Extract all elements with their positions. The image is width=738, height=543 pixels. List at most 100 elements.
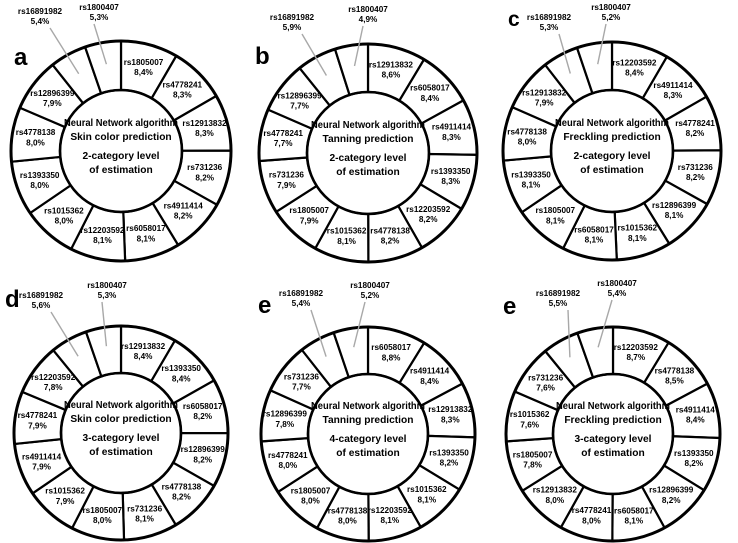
callout-label: rs1800407 <box>87 281 127 290</box>
slice-value: 8,0% <box>26 138 45 147</box>
donut-chart-freckling-2cat: rs122035928,4%rs49114148,3%rs47782418,2%… <box>501 3 723 262</box>
inner-ring <box>549 88 675 214</box>
slice-value: 7,7% <box>274 139 293 148</box>
slice-label: rs731236 <box>187 163 223 172</box>
slice-value: 8,3% <box>195 129 214 138</box>
slice-label: rs12896399 <box>181 445 226 454</box>
slice-label: rs12203592 <box>80 226 125 235</box>
callout-value: 5,9% <box>283 23 302 32</box>
slice-label: rs4778138 <box>370 227 410 236</box>
slice-value: 7,9% <box>300 216 319 225</box>
center-text-line-2: Freckling prediction <box>564 415 661 426</box>
callout-value: 5,2% <box>361 291 380 300</box>
slice-value: 8,0% <box>55 217 74 226</box>
callout-label: rs1800407 <box>350 281 390 290</box>
slice-value: 8,1% <box>337 237 356 246</box>
callout-leader-line <box>597 23 607 65</box>
center-text-line-3: 2-category level <box>329 153 406 164</box>
slice-label: rs12896399 <box>278 91 323 100</box>
slice-label: rs4911414 <box>22 452 62 461</box>
callout-leader-line <box>301 33 328 76</box>
slice-label: rs12203592 <box>406 205 451 214</box>
center-text-line-2: Tanning prediction <box>323 415 414 426</box>
slice-label: rs6058017 <box>126 224 166 233</box>
center-text-line-3: 2-category level <box>573 151 650 162</box>
slice-value: 8,2% <box>381 237 400 246</box>
slice-label: rs12913832 <box>428 405 473 414</box>
slice-label: rs1805007 <box>513 451 553 460</box>
slice-value: 8,1% <box>546 216 565 225</box>
center-text-line-1: Neural Network algorithm <box>64 118 178 129</box>
slice-value: 7,9% <box>43 99 62 108</box>
slice-value: 8,8% <box>382 353 401 362</box>
slice-label: rs1393350 <box>20 171 60 180</box>
slice-label: rs1805007 <box>124 58 164 67</box>
slice-value: 8,4% <box>420 377 439 386</box>
slice-value: 7,6% <box>536 384 555 393</box>
slice-value: 7,9% <box>277 181 296 190</box>
inner-ring <box>59 371 183 495</box>
slice-value: 8,2% <box>174 212 193 221</box>
center-text-line-1: Neural Network algorithm <box>311 120 425 131</box>
callout-leader-line <box>101 301 108 347</box>
slice-label: rs12896399 <box>649 486 694 495</box>
callout-leader-line <box>558 33 571 74</box>
slice-label: rs4911414 <box>676 405 716 414</box>
slice-label: rs1393350 <box>429 449 469 458</box>
slice-value: 7,9% <box>535 99 554 108</box>
slice-value: 8,2% <box>195 173 214 182</box>
slice-value: 8,4% <box>134 68 153 77</box>
slice-value: 8,1% <box>522 181 541 190</box>
slice-label: rs4778138 <box>507 127 547 136</box>
slice-label: rs6058017 <box>371 343 411 352</box>
slice-label: rs4778241 <box>572 506 612 515</box>
slice-value: 8,0% <box>582 516 601 525</box>
outer-ring <box>501 40 723 262</box>
slice-value: 8,0% <box>30 181 49 190</box>
slice-value: 7,8% <box>523 461 542 470</box>
slice-value: 8,0% <box>545 496 564 505</box>
callout-leader-line <box>353 25 364 67</box>
center-text-line-4: of estimation <box>336 167 399 178</box>
outer-ring <box>257 42 479 264</box>
center-text-line-4: of estimation <box>89 447 152 458</box>
slice-label: rs12203592 <box>612 58 657 67</box>
callout-leader-line <box>310 309 327 357</box>
slice-label: rs1393350 <box>674 449 714 458</box>
slice-value: 8,3% <box>441 415 460 424</box>
slice-value: 8,6% <box>382 71 401 80</box>
callout-value: 4,9% <box>359 15 378 24</box>
slice-label: rs6058017 <box>410 84 450 93</box>
callout-value: 5,3% <box>540 23 559 32</box>
panel-letter-d: d <box>5 286 20 313</box>
slice-label: rs731236 <box>528 374 564 383</box>
slice-label: rs12203592 <box>368 506 413 515</box>
callout-label: rs1800407 <box>597 279 637 288</box>
panel-letter-c: c <box>508 8 520 31</box>
slice-value: 8,4% <box>625 69 644 78</box>
slice-value: 8,0% <box>301 497 320 506</box>
slice-label: rs4911414 <box>164 202 204 211</box>
slice-value: 8,2% <box>684 459 703 468</box>
slice-value: 8,1% <box>93 236 112 245</box>
slice-label: rs4778241 <box>263 129 303 138</box>
panel-letter-e: e <box>258 292 272 319</box>
slice-value: 7,6% <box>520 420 539 429</box>
slice-label: rs731236 <box>269 171 305 180</box>
donut-chart-skin-color-2cat: rs18050078,4%rs47782418,3%rs129138328,3%… <box>9 3 233 263</box>
center-text-line-1: Neural Network algorithm <box>311 401 425 412</box>
center-text-line-3: 2-category level <box>82 151 159 162</box>
center-text-line-2: Skin color prediction <box>70 414 171 425</box>
slice-value: 7,7% <box>290 102 309 111</box>
slice-label: rs1805007 <box>291 486 331 495</box>
slice-value: 8,0% <box>518 138 537 147</box>
slice-value: 8,4% <box>172 374 191 383</box>
callout-value: 5,4% <box>31 17 50 26</box>
slice-value: 8,3% <box>441 177 460 186</box>
callout-label: rs16891982 <box>536 289 581 298</box>
